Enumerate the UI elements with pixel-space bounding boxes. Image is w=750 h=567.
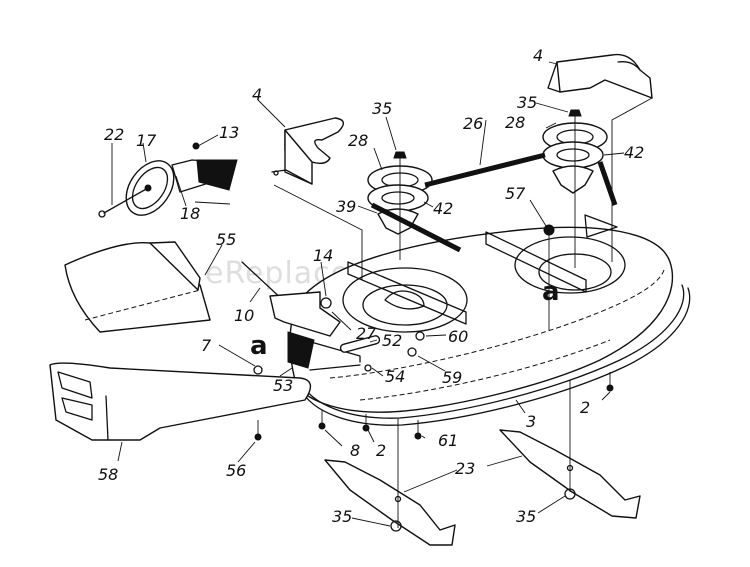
belt[interactable] — [370, 152, 618, 253]
callout-4-left[interactable]: 4 — [252, 85, 262, 104]
callout-56[interactable]: 56 — [226, 461, 246, 480]
callout-8[interactable]: 8 — [350, 441, 360, 460]
nut-60[interactable] — [415, 331, 425, 341]
screws — [254, 372, 614, 441]
belt-guide[interactable] — [543, 224, 555, 330]
reference-mark-a-left: a — [250, 331, 268, 361]
mower-deck[interactable] — [289, 214, 691, 426]
callout-2-right[interactable]: 2 — [580, 398, 590, 417]
discharge-chute[interactable] — [64, 241, 211, 333]
spindle-assembly-right[interactable] — [542, 109, 608, 268]
idler-assembly[interactable] — [98, 142, 238, 224]
callout-61[interactable]: 61 — [438, 431, 458, 450]
belt-cover-left[interactable] — [271, 117, 344, 185]
callout-54[interactable]: 54 — [385, 367, 405, 386]
callout-23[interactable]: 23 — [455, 459, 475, 478]
callout-42-right[interactable]: 42 — [624, 143, 644, 162]
callout-3[interactable]: 3 — [526, 412, 536, 431]
bumper[interactable] — [49, 362, 312, 441]
callout-18[interactable]: 18 — [180, 204, 200, 223]
blade-left[interactable] — [324, 418, 456, 546]
callout-28-left[interactable]: 28 — [348, 131, 368, 150]
callout-27[interactable]: 27 — [356, 324, 377, 343]
blade-right[interactable] — [499, 380, 641, 519]
callout-13[interactable]: 13 — [219, 123, 239, 142]
callout-53[interactable]: 53 — [273, 376, 293, 395]
callout-4-right[interactable]: 4 — [533, 46, 543, 65]
callout-14[interactable]: 14 — [313, 246, 333, 265]
callout-35-blade-left[interactable]: 35 — [332, 507, 352, 526]
callout-35-blade-right[interactable]: 35 — [516, 507, 536, 526]
callout-28-right[interactable]: 28 — [505, 113, 525, 132]
bolt-59[interactable] — [407, 347, 417, 357]
leader-lines — [111, 61, 625, 527]
callout-52[interactable]: 52 — [382, 331, 402, 350]
callout-22[interactable]: 22 — [104, 125, 124, 144]
reference-mark-a-right: a — [542, 277, 560, 307]
callout-39[interactable]: 39 — [336, 197, 356, 216]
callout-58[interactable]: 58 — [98, 465, 118, 484]
callout-17[interactable]: 17 — [136, 131, 157, 150]
callout-57[interactable]: 57 — [505, 184, 526, 203]
callout-59[interactable]: 59 — [442, 368, 462, 387]
callout-7[interactable]: 7 — [201, 336, 212, 355]
callout-35-right-top[interactable]: 35 — [517, 93, 537, 112]
height-adjust-linkage[interactable] — [269, 291, 381, 372]
callout-35-left-top[interactable]: 35 — [372, 99, 392, 118]
callout-26[interactable]: 26 — [463, 114, 483, 133]
callout-labels: 22 17 13 18 4 4 35 35 28 28 26 42 42 39 … — [98, 46, 644, 526]
callout-55[interactable]: 55 — [216, 230, 236, 249]
callout-60[interactable]: 60 — [448, 327, 468, 346]
callout-2-left[interactable]: 2 — [376, 441, 386, 460]
belt-cover-right[interactable] — [547, 53, 653, 99]
callout-10[interactable]: 10 — [234, 306, 254, 325]
callout-42-left[interactable]: 42 — [433, 199, 453, 218]
